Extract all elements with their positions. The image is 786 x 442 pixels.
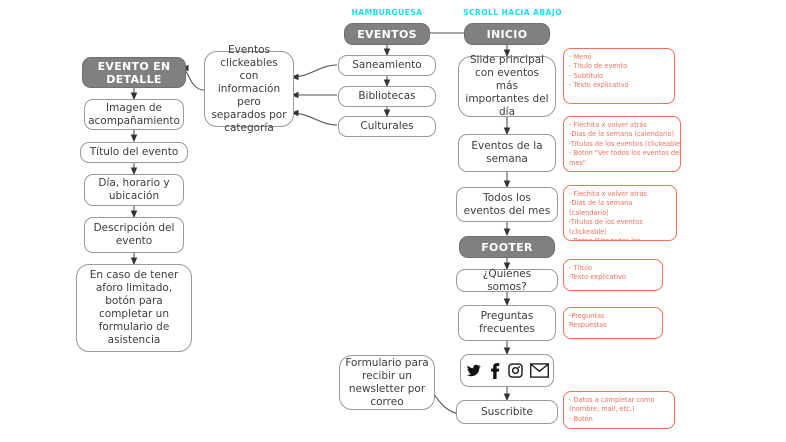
facebook-icon[interactable] — [488, 362, 501, 379]
note-line: -Preguntas — [569, 312, 605, 320]
node-titulo-del-evento[interactable]: Título del evento — [80, 142, 188, 163]
twitter-icon[interactable] — [466, 363, 481, 378]
note-line: mes" — [569, 158, 586, 167]
note-suscribite: - Datos a completar como (nombre, mail, … — [563, 391, 675, 429]
note-line: (nombre, mail, etc.) — [569, 405, 635, 414]
node-preguntas-frecuentes[interactable]: Preguntas frecuentes — [458, 305, 556, 341]
note-line: -Títulos de los eventos (clickeable) — [569, 139, 681, 148]
note-line: - Boton "Ver todos los eventos del — [569, 149, 681, 158]
note-line: - Subtítulo — [569, 71, 604, 80]
node-quienes-somos[interactable]: ¿Quienes somos? — [456, 268, 558, 293]
note-eventos-semana: - Flechita x volver atrás -Días de la se… — [563, 116, 681, 172]
node-eventos-clickeables[interactable]: Eventos clickeables con información pero… — [204, 44, 294, 134]
node-categoria-culturales[interactable]: Culturales — [338, 116, 436, 137]
node-newsletter-form[interactable]: Formulario para recibir un newsletter po… — [339, 355, 435, 410]
note-line: - Menú — [569, 53, 592, 61]
note-inicio: - Menú - Título de evento - Subtítulo - … — [563, 48, 675, 104]
email-icon[interactable] — [529, 363, 549, 378]
note-line: - Botón — [569, 414, 593, 423]
header-inicio[interactable]: INICIO — [464, 23, 550, 45]
note-line: (calendario) — [569, 208, 609, 217]
note-todos-eventos-mes: - Flechita x volver atrás -Días de la se… — [563, 185, 677, 241]
note-preguntas-frecuentes: -Preguntas Respuestas — [563, 307, 663, 339]
node-eventos-de-la-semana[interactable]: Eventos de la semana — [458, 134, 556, 172]
node-imagen-acompanamiento[interactable]: Imagen de acompañamiento — [84, 99, 184, 130]
node-descripcion-del-evento[interactable]: Descripción del evento — [84, 217, 184, 253]
node-social-icons[interactable] — [460, 354, 554, 387]
note-line: Respuestas — [569, 321, 607, 330]
note-line: - Texto explicativo — [569, 81, 629, 90]
caption-hamburguesa: HAMBURGUESA — [351, 8, 423, 17]
header-footer[interactable]: FOOTER — [459, 236, 555, 258]
header-evento-en-detalle[interactable]: EVENTO EN DETALLE — [82, 57, 186, 88]
note-line: -Días de la semana — [569, 199, 633, 208]
note-line: - Flechita x volver atrás — [569, 121, 647, 129]
caption-scroll-hacia-abajo: SCROLL HACIA ABAJO — [463, 8, 562, 17]
node-slide-principal[interactable]: Slide principal con eventos más importan… — [458, 54, 556, 118]
header-eventos[interactable]: EVENTOS — [344, 23, 430, 45]
note-line: -Días de la semana (calendario) — [569, 130, 675, 139]
note-quienes-somos: - Título -Texto explicativo — [563, 259, 663, 291]
note-line: -Títulos de los eventos — [569, 218, 643, 227]
note-line: -Texto explicativo — [569, 273, 626, 282]
note-line: - Datos a completar como — [569, 396, 655, 404]
note-line: - Título — [569, 264, 592, 272]
note-line: - Boton "Ver todos los — [569, 237, 671, 240]
note-line: - Flechita x volver atrás — [569, 190, 647, 198]
note-line: (clickeable) — [569, 227, 607, 236]
node-dia-horario-ubicacion[interactable]: Día, horario y ubicación — [84, 174, 184, 206]
node-todos-los-eventos-del-mes[interactable]: Todos los eventos del mes — [456, 187, 558, 222]
node-categoria-bibliotecas[interactable]: Bibliotecas — [338, 86, 436, 107]
note-line: - Título de evento — [569, 62, 628, 71]
instagram-icon[interactable] — [507, 363, 523, 378]
node-suscribite[interactable]: Suscribite — [456, 400, 558, 424]
node-categoria-saneamiento[interactable]: Saneamiento — [338, 55, 436, 76]
node-aforo-limitado[interactable]: En caso de tener aforo limitado, botón p… — [76, 264, 192, 352]
